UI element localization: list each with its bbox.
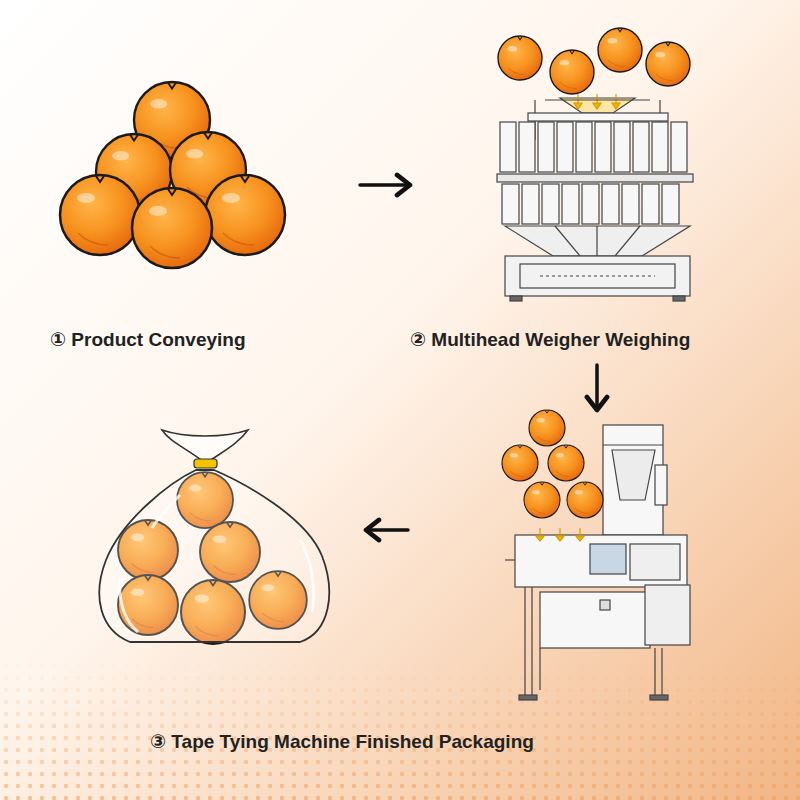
step-caption: ③ Tape Tying Machine Finished Packaging [150,730,534,754]
orange-pile [60,82,285,268]
tying-oranges [502,410,603,518]
flow-arrow [360,183,410,187]
dot-texture [0,660,800,800]
step-node: ③ Tape Tying Machine Finished Packaging [100,410,720,760]
step-node: ② Multihead Weigher Weighing [410,30,790,365]
step-caption: ② Multihead Weigher Weighing [410,328,690,352]
step-caption: ① Product Conveying [50,328,246,352]
multihead-weigher [497,94,693,301]
weigher-oranges [498,28,690,94]
finished-bag [99,430,329,644]
flow-arrow [366,528,408,532]
step-node: ① Product Conveying [40,70,360,360]
flow-arrow [595,365,599,410]
